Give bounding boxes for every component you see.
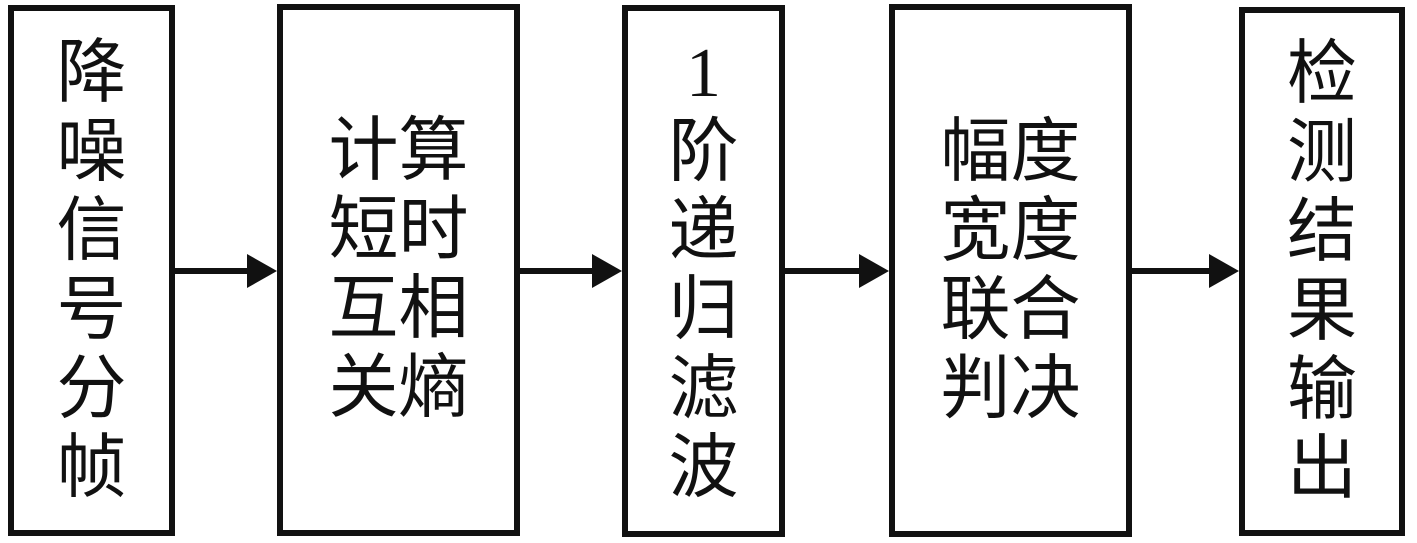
- arrow-line: [175, 268, 247, 274]
- node-label: 降噪信号分帧: [56, 34, 127, 507]
- node-label: 计算短时互相关熵: [328, 113, 469, 427]
- flow-arrow-1-icon: [175, 254, 277, 288]
- node-compute-short-time-cross-correntropy: 计算短时互相关熵: [277, 4, 520, 536]
- arrow-line: [785, 268, 859, 274]
- node-denoised-signal-framing: 降噪信号分帧: [8, 5, 175, 536]
- arrow-head-icon: [859, 254, 889, 288]
- node-label: 幅度宽度联合判决: [940, 113, 1081, 428]
- arrow-head-icon: [247, 254, 277, 288]
- node-first-order-recursive-filter: 1阶递归滤波: [622, 5, 785, 537]
- flow-arrow-4-icon: [1132, 254, 1239, 288]
- arrow-line: [520, 268, 592, 274]
- node-amplitude-width-joint-decision: 幅度宽度联合判决: [889, 4, 1132, 537]
- arrow-head-icon: [1209, 254, 1239, 288]
- node-detection-result-output: 检测结果输出: [1239, 7, 1405, 536]
- flow-arrow-3-icon: [785, 254, 889, 288]
- arrow-head-icon: [592, 254, 622, 288]
- node-label: 1阶递归滤波: [668, 35, 739, 507]
- arrow-line: [1132, 268, 1209, 274]
- node-label: 检测结果输出: [1287, 35, 1357, 508]
- flow-arrow-2-icon: [520, 254, 622, 288]
